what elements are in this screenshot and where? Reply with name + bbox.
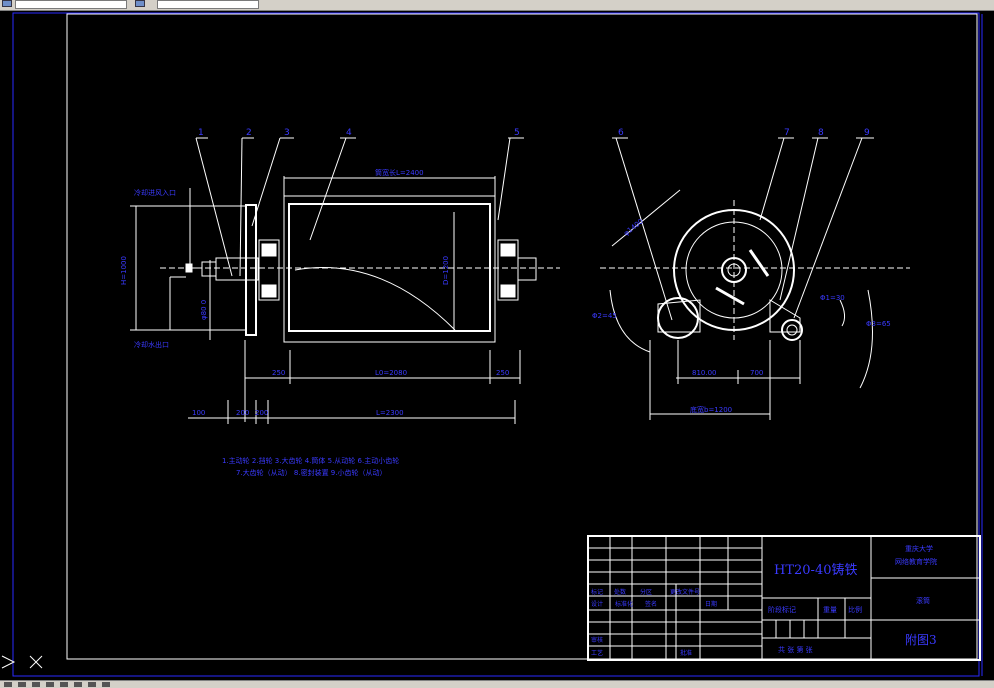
school-line-2: 网络教育学院 [895,557,937,566]
material-curve [294,267,456,331]
sign-label: 签名 [645,600,657,608]
scale-label: 比例 [848,605,862,614]
dim-100: 100 [192,409,205,417]
part-label-4: 4 [346,128,352,138]
design-label: 设计 [591,600,603,608]
angle-right2: Φ3=65 [866,320,891,328]
status-segment [32,682,40,687]
dim-200a: 200 [236,409,249,417]
part-label-1: 1 [198,128,204,138]
stage-label: 阶段标记 [768,605,796,614]
date-label: 日期 [705,600,717,608]
dim-cylinder-top: 筒宽长L=2400 [375,168,424,177]
school-line-1: 重庆大学 [905,544,933,553]
dim-base-b: 700 [750,369,763,377]
drawing-title: 滚筒 [916,596,930,605]
dim-drum: D=1200 [442,256,450,285]
count-label: 处数 [614,588,626,596]
drawing-frame [66,13,978,660]
sheet-border [12,12,980,677]
approve-label: 批准 [680,649,692,657]
legend-line-2: 7.大齿轮（从动） 8.密封装置 9.小齿轮（从动） [236,468,387,477]
menu-icon[interactable] [2,0,12,7]
angle-left: Φ2=45 [592,312,617,320]
part-label-2: 2 [246,128,252,138]
dim-200b: 200 [255,409,268,417]
status-segment [4,682,12,687]
cad-drawing: 1 2 3 4 5 6 7 8 9 筒宽长L=2400 L0=2080 250 … [1,12,983,677]
dim-overall: L=2300 [376,409,404,417]
zone-label: 分区 [640,588,652,596]
left-ring [245,204,257,336]
std-label: 标准化 [615,600,633,608]
drawing-canvas[interactable]: 1 2 3 4 5 6 7 8 9 筒宽长L=2400 L0=2080 250 … [0,11,994,680]
linetype-dropdown[interactable] [157,0,259,9]
status-segment [46,682,54,687]
status-segment [88,682,96,687]
file-label: 更改文件号 [670,588,700,596]
ucs-icon [1,655,16,669]
left-hub [258,239,280,301]
left-shaft [215,257,259,281]
mark-label: 标记 [591,588,603,596]
part-label-8: 8 [818,128,824,138]
drum-outline [283,195,496,343]
part-label-3: 3 [284,128,290,138]
right-shaft [517,257,537,281]
weight-label: 重量 [823,606,837,614]
check-label: 审核 [591,636,603,644]
dim-cyclone: φ1400 [622,217,645,237]
part-label-6: 6 [618,128,624,138]
part-label-9: 9 [864,128,870,138]
angle-right1: Φ1=30 [820,294,845,302]
status-segment [74,682,82,687]
outlet-label: 冷却水出口 [134,340,169,349]
inlet-label: 冷却进风入口 [134,188,176,197]
dim-base-a: 810.00 [692,369,717,377]
dim-right-250: 250 [496,369,509,377]
process-label: 工艺 [591,649,603,657]
status-segment [60,682,68,687]
status-segment [18,682,26,687]
toolbar [0,0,994,11]
part-label-7: 7 [784,128,790,138]
dim-left-250: 250 [272,369,285,377]
layer-dropdown[interactable] [15,0,127,9]
legend-line-1: 1.主动轮 2.挡轮 3.大齿轮 4.筒体 5.从动轮 6.主动小齿轮 [222,456,399,465]
part-label-5: 5 [514,128,520,138]
dim-height-left: H=1000 [120,256,128,285]
status-segment [102,682,110,687]
status-bar [0,680,994,688]
dim-shaft: φ80 0 [200,300,208,320]
layer-icon[interactable] [135,0,145,7]
dim-cylinder-bottom: L0=2080 [375,369,407,377]
sheet-info: 共 张 第 张 [778,645,813,654]
dim-base-total: 底宽b=1200 [690,405,732,414]
material-text: HT20-40铸铁 [774,562,858,578]
drawing-number: 附图3 [905,633,937,647]
title-block [587,535,981,661]
idler-wheel [781,319,803,341]
